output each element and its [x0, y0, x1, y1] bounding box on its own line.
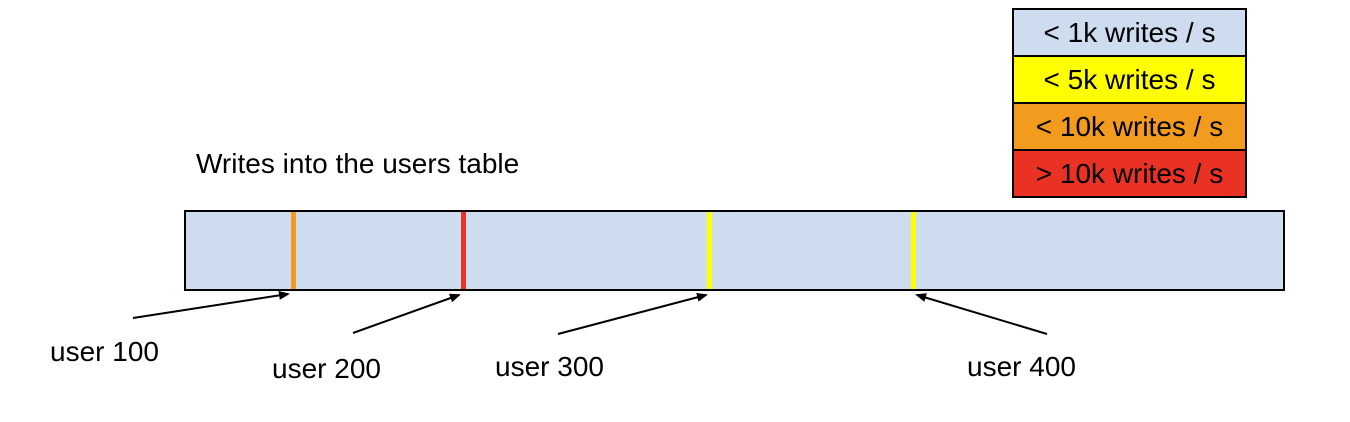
bar-tick-user-100	[291, 212, 296, 289]
diagram-title: Writes into the users table	[196, 148, 520, 179]
callout-arrow-user-300	[557, 292, 708, 335]
bar-tick-user-400	[911, 212, 916, 289]
callout-arrow-user-400	[915, 293, 1048, 335]
users-table-bar	[184, 210, 1285, 291]
callout-arrow-user-200	[352, 293, 461, 334]
callout-label-user-400: user 400	[967, 351, 1076, 382]
legend: < 1k writes / s< 5k writes / s< 10k writ…	[1012, 8, 1247, 198]
callout-label-user-100: user 100	[50, 336, 159, 367]
bar-tick-user-300	[707, 212, 712, 289]
bar-tick-user-200	[461, 212, 466, 289]
legend-item: < 1k writes / s	[1012, 8, 1247, 57]
callout-arrow-user-100	[132, 290, 290, 319]
callout-label-user-300: user 300	[495, 351, 604, 382]
legend-item: < 5k writes / s	[1012, 55, 1247, 104]
legend-item: > 10k writes / s	[1012, 149, 1247, 198]
callout-label-user-200: user 200	[272, 353, 381, 384]
legend-item: < 10k writes / s	[1012, 102, 1247, 151]
